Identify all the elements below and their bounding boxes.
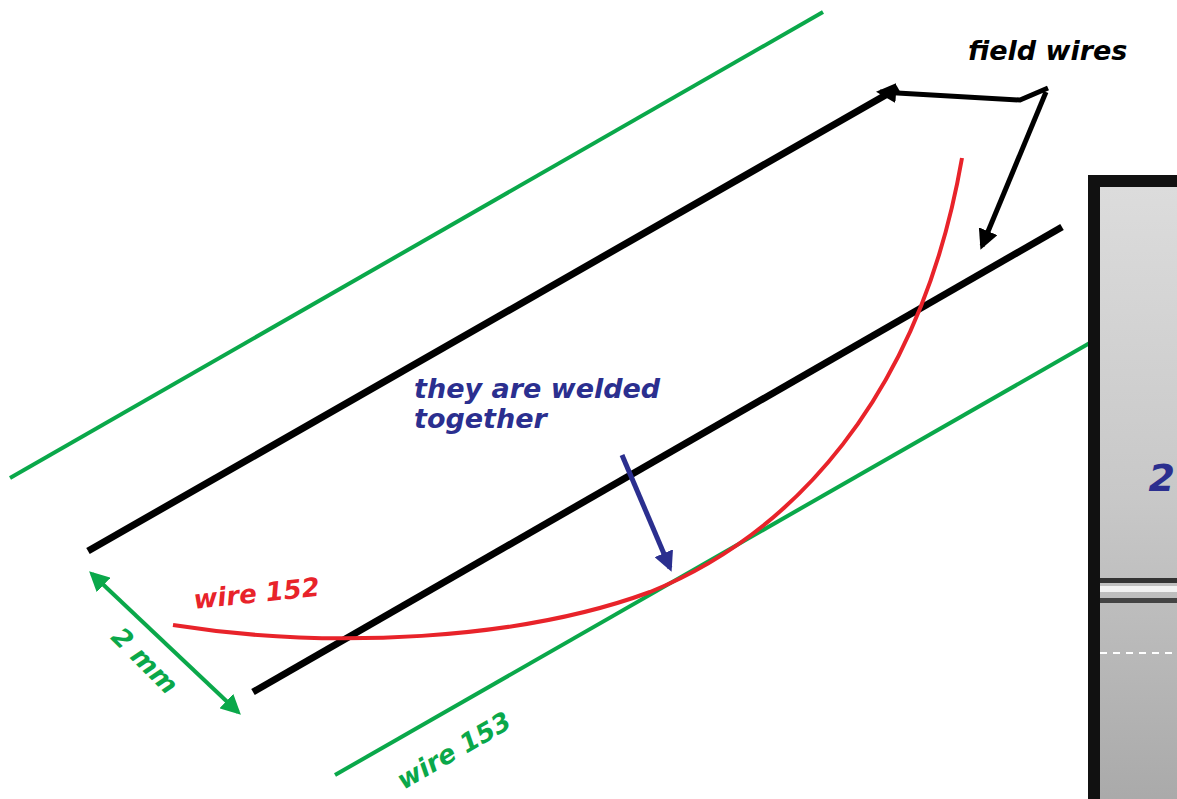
field-wire <box>253 227 1062 692</box>
wire-label: wire 152 <box>192 573 321 615</box>
wire-label: wire 153 <box>392 707 516 795</box>
red-wire <box>173 158 962 638</box>
photo <box>1100 187 1177 799</box>
weld-note: they are welded together <box>414 374 664 433</box>
leader-line <box>622 455 670 568</box>
photo-wire <box>1100 578 1177 583</box>
green-wire <box>10 12 823 478</box>
field-wire <box>88 88 898 551</box>
photo-wire <box>1100 586 1177 592</box>
leader-line <box>982 92 1046 246</box>
photo-dashed-line <box>1100 652 1177 654</box>
dimension-label: 2 mm <box>106 622 184 700</box>
photo-wire <box>1100 598 1177 603</box>
photo-label: 2 <box>1149 458 1175 500</box>
field-wires-label: field wires <box>968 36 1127 66</box>
leader-line <box>880 88 1048 100</box>
